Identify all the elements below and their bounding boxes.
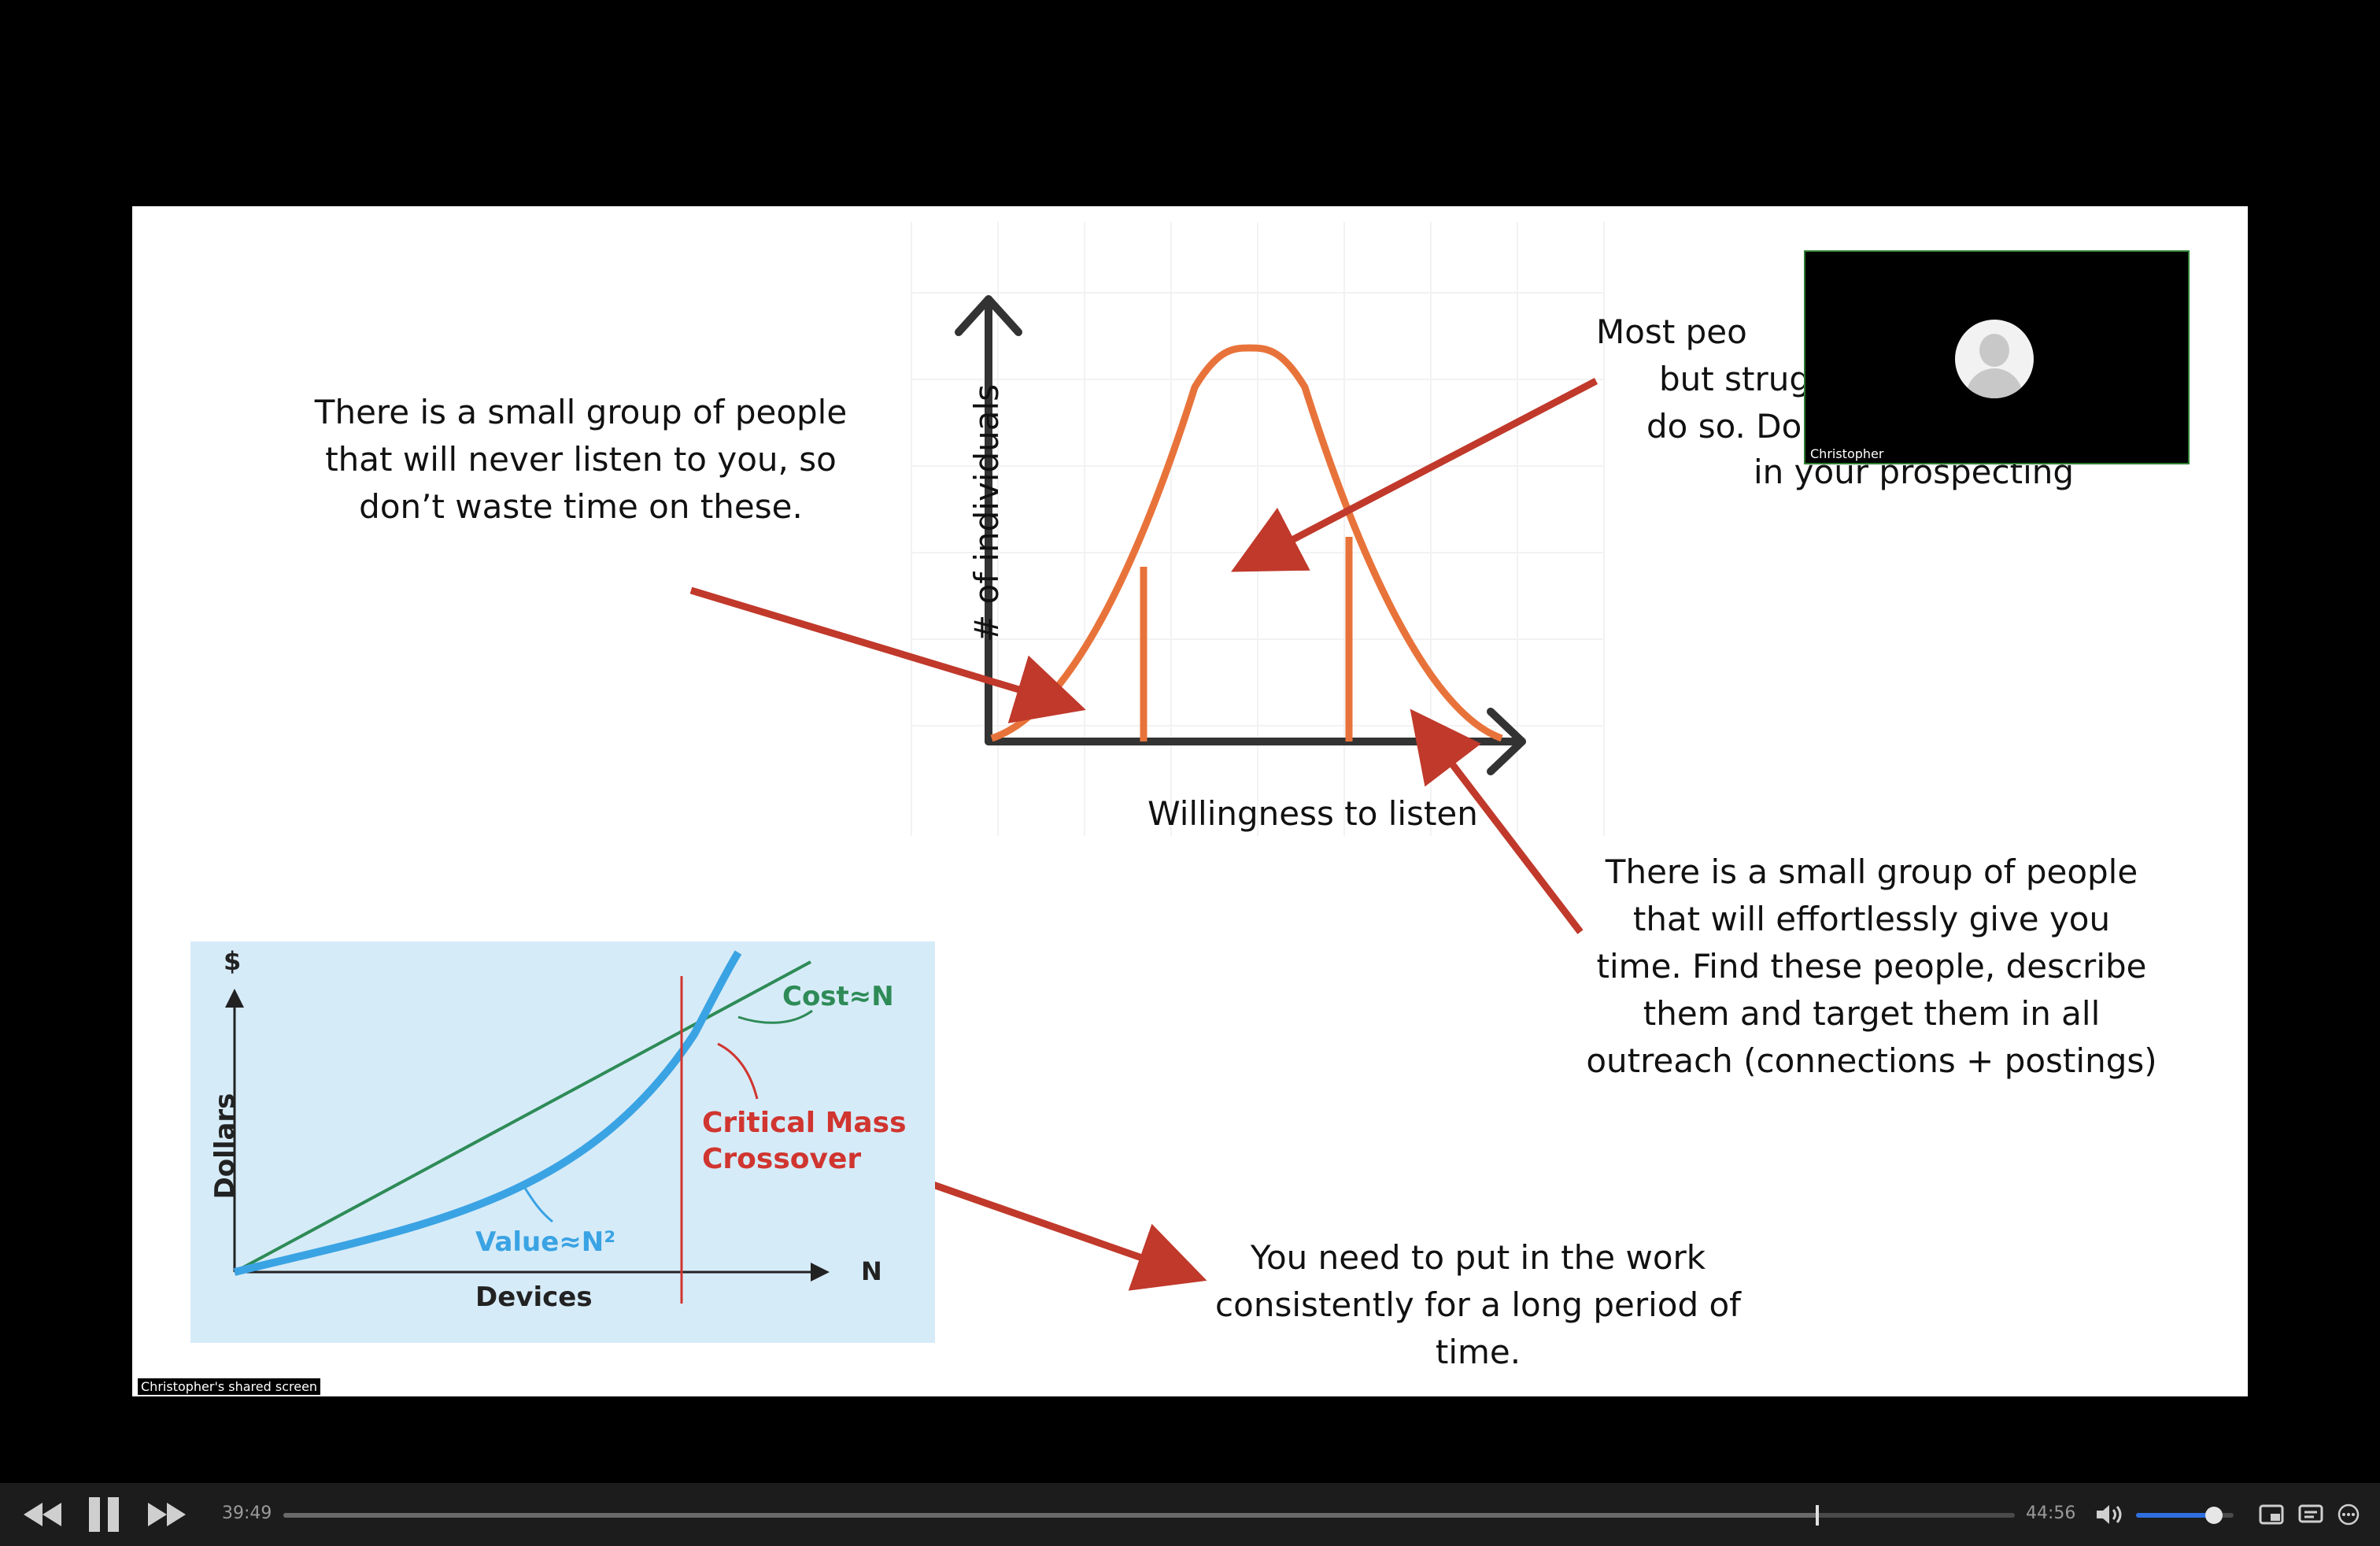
cost-label: Cost≈N	[782, 981, 894, 1012]
bell-curve-diagram	[689, 222, 1605, 1291]
crossover-label-line2: Crossover	[702, 1143, 862, 1175]
pip-button[interactable]	[2257, 1497, 2286, 1532]
time-total: 44:56	[2026, 1503, 2076, 1523]
video-controls-bar: 39:49 44:56	[0, 1483, 2380, 1546]
progress-handle[interactable]	[1816, 1505, 1820, 1526]
video-area[interactable]: # of individuals Willingness to listen T…	[0, 0, 2380, 1483]
webcam-thumbnail[interactable]: Christopher	[1804, 250, 2190, 464]
more-icon	[2338, 1503, 2360, 1526]
progress-scrubber[interactable]	[283, 1505, 2015, 1526]
pip-icon	[2259, 1504, 2284, 1525]
value-label: Value≈N²	[475, 1226, 616, 1258]
y-axis-arrowhead	[955, 295, 1022, 336]
text-never-listen: There is a small group of people that wi…	[314, 393, 848, 526]
chart-y-label: # of individuals	[967, 383, 1006, 643]
value-curve	[233, 950, 742, 1276]
critical-mass-inset: $ Dollars N Devices Cost≈N Value≈N² Crit…	[190, 941, 935, 1343]
inset-x-label: Devices	[475, 1282, 593, 1313]
avatar-body	[1966, 368, 2023, 398]
critical-mass-graphic	[225, 950, 830, 1304]
crossover-label-line1: Critical Mass	[702, 1107, 907, 1139]
captions-button[interactable]	[2297, 1497, 2325, 1532]
avatar-head	[1979, 334, 2009, 367]
participant-name: Christopher	[1810, 446, 1884, 461]
value-pointer	[523, 1186, 553, 1223]
volume-fill	[2136, 1513, 2215, 1518]
more-button[interactable]	[2334, 1497, 2363, 1532]
captions-icon	[2298, 1504, 2323, 1523]
pause-icon	[89, 1497, 119, 1532]
pause-button[interactable]	[85, 1497, 123, 1532]
rewind-button[interactable]	[20, 1497, 65, 1532]
arrow-to-right-tail	[1410, 708, 1584, 934]
cost-line	[234, 960, 811, 1274]
volume-button[interactable]	[2094, 1497, 2128, 1532]
inset-x-unit: N	[861, 1256, 882, 1286]
shared-screen-badge: Christopher's shared screen	[137, 1378, 322, 1396]
rewind-icon	[24, 1503, 61, 1526]
chart-grid	[911, 222, 1605, 836]
time-current: 39:49	[222, 1503, 272, 1523]
text-most-people-line2: but strug	[1659, 360, 1810, 398]
volume-icon	[2097, 1505, 2122, 1524]
x-axis-arrowhead	[1487, 708, 1526, 775]
text-most-people-line3: do so. Do	[1646, 407, 1802, 446]
chart-x-label: Willingness to listen	[1148, 794, 1478, 833]
volume-knob[interactable]	[2205, 1507, 2223, 1524]
inset-y-label: Dollars	[209, 1093, 241, 1200]
avatar	[1955, 320, 2034, 398]
cost-pointer	[737, 1009, 813, 1024]
arrow-to-left-tail	[689, 586, 1086, 723]
crossover-pointer	[717, 1042, 759, 1100]
text-effortlessly-give-time: There is a small group of people that wi…	[1586, 853, 2157, 1080]
arrow-to-middle	[1231, 378, 1598, 572]
fast-forward-icon	[148, 1503, 186, 1526]
fast-forward-button[interactable]	[145, 1497, 189, 1532]
inset-y-unit: $	[224, 946, 242, 976]
text-put-in-the-work: You need to put in the work consistently…	[1215, 1238, 1741, 1371]
bell-curve	[990, 344, 1503, 742]
volume-slider[interactable]	[2136, 1507, 2234, 1524]
progress-fill	[283, 1513, 1818, 1518]
text-most-people-line1: Most peo	[1596, 313, 1747, 351]
